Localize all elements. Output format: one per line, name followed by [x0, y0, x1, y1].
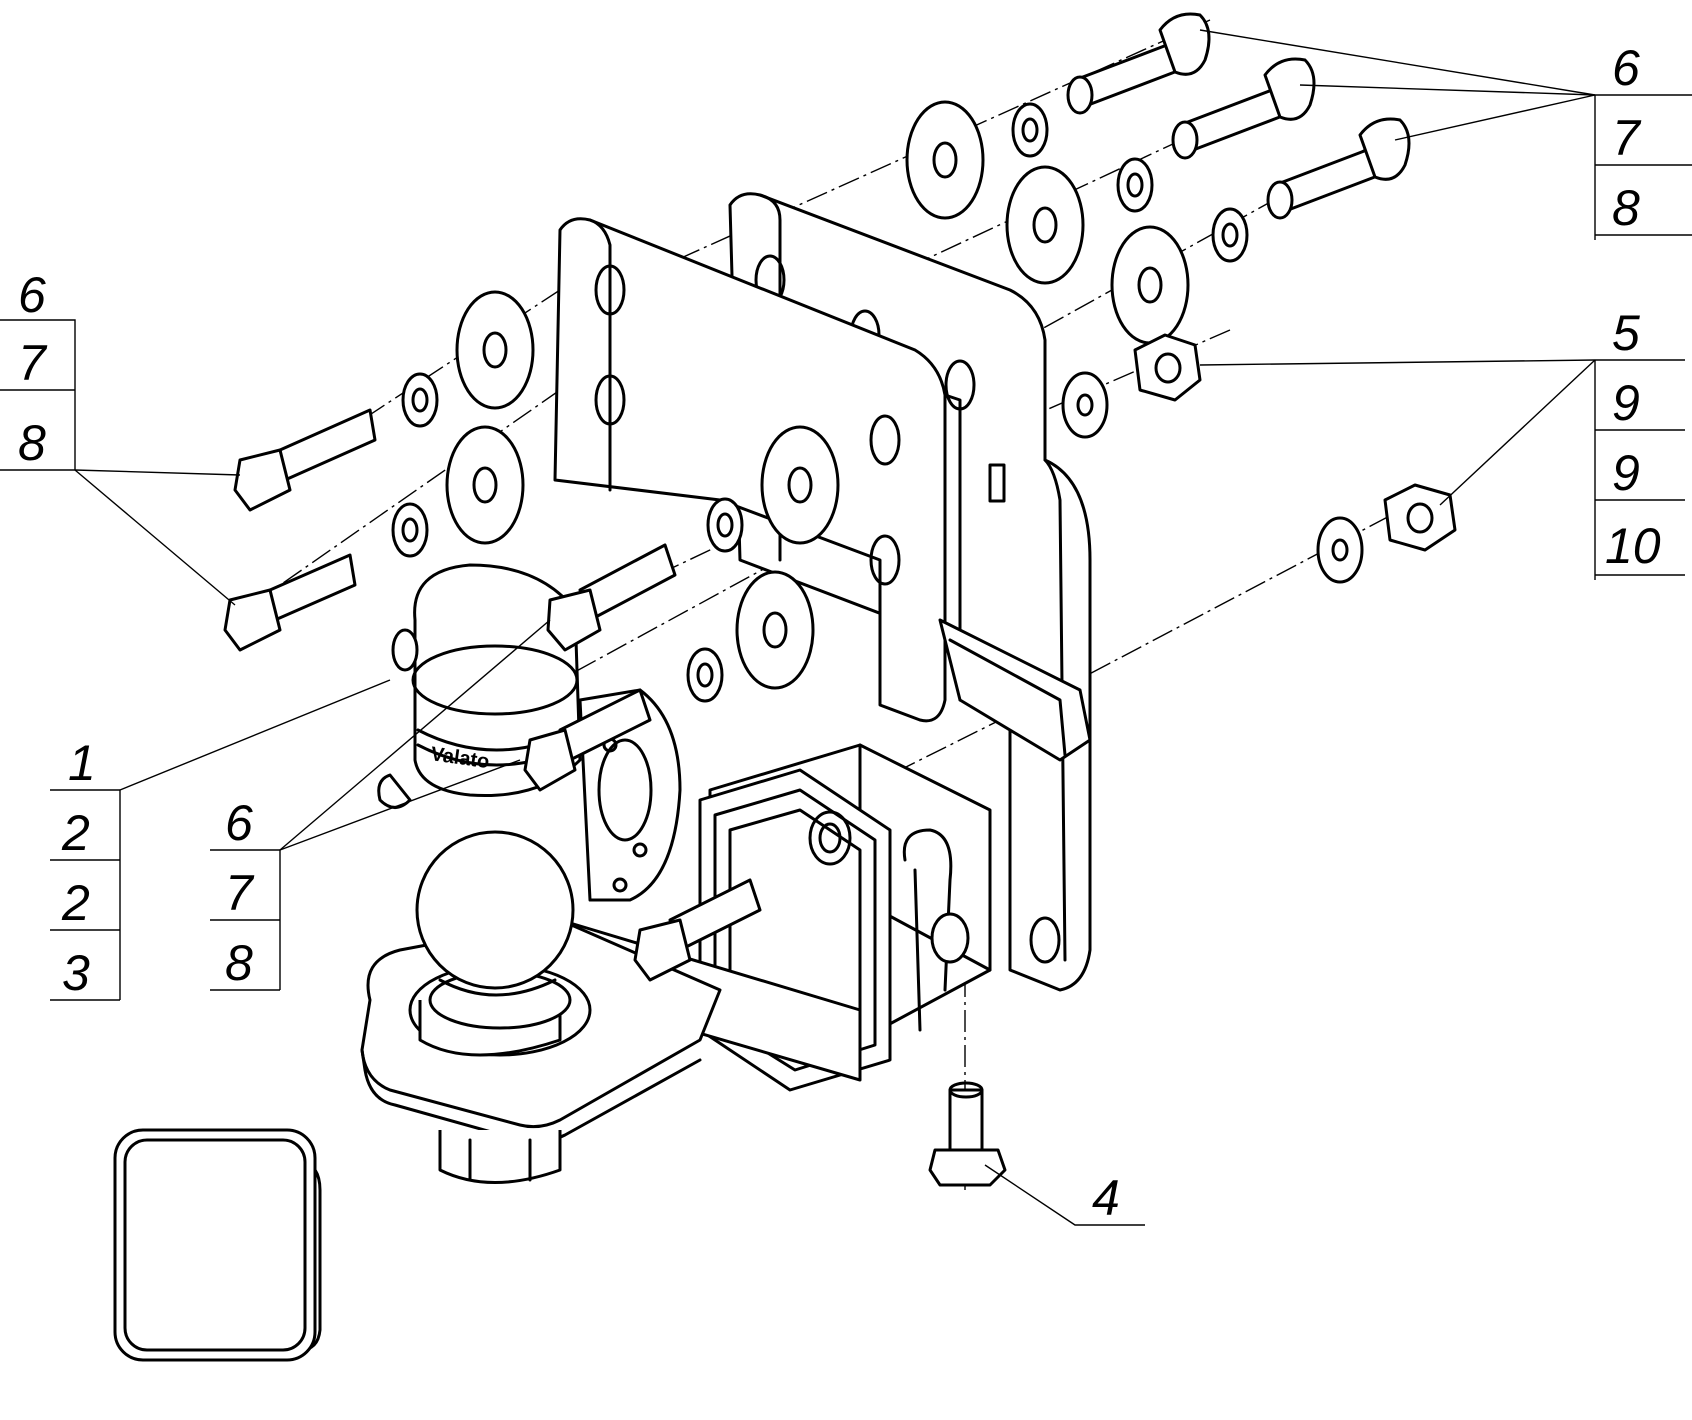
callout-right-mid-4: 10 — [1605, 518, 1661, 574]
callout-right-mid-2: 9 — [1612, 375, 1640, 431]
callout-right-mid-1: 5 — [1612, 305, 1640, 361]
bolt-top-1 — [1066, 12, 1211, 115]
bolt-left-2 — [223, 553, 357, 652]
callout-top-right-2: 7 — [1612, 110, 1642, 166]
callout-center-2: 7 — [225, 865, 255, 921]
callout-bottom-left-4: 3 — [62, 945, 90, 1001]
callout-top-right-1: 6 — [1612, 40, 1640, 96]
bolts — [223, 12, 1411, 982]
callout-bottom-left-3: 2 — [61, 875, 90, 931]
hitch-pin-clip — [902, 828, 970, 1032]
callout-left-1: 6 — [18, 267, 46, 323]
callout-bottom-left-1: 1 — [68, 735, 96, 791]
bolt-center-1 — [546, 543, 677, 652]
receiver-plug — [113, 1128, 322, 1362]
bolt-left-1 — [233, 408, 377, 512]
lock-washers — [391, 102, 1249, 703]
leader-lines — [0, 29, 1685, 1226]
callout-right-mid: 5 9 9 10 — [1595, 305, 1685, 576]
nuts — [1133, 333, 1457, 552]
bolt-center-2 — [523, 688, 652, 792]
flat-washers — [445, 100, 1364, 690]
bolt-center-3 — [633, 878, 762, 982]
support-bracket — [938, 618, 1092, 762]
callout-bottom-left: 1 2 2 3 — [50, 735, 120, 1001]
callout-bottom-left-2: 2 — [61, 805, 90, 861]
callout-top-right-3: 8 — [1612, 180, 1640, 236]
callout-top-right: 6 7 8 — [1595, 40, 1692, 236]
callout-left-3: 8 — [18, 415, 46, 471]
callout-center: 6 7 8 — [210, 795, 280, 991]
callout-left-2: 7 — [18, 335, 48, 391]
hitch-bolt — [928, 1081, 1007, 1187]
callout-center-1: 6 — [225, 795, 253, 851]
callout-bottom: 4 — [1092, 1170, 1120, 1226]
callout-left: 6 7 8 — [0, 267, 75, 471]
callout-bottom-1: 4 — [1092, 1170, 1120, 1226]
callout-right-mid-3: 9 — [1612, 445, 1640, 501]
front-mounting-plate — [553, 217, 962, 723]
callout-center-3: 8 — [225, 935, 253, 991]
tow-ball — [415, 830, 575, 1184]
bolt-top-2 — [1171, 57, 1316, 160]
bolt-top-3 — [1266, 117, 1411, 220]
